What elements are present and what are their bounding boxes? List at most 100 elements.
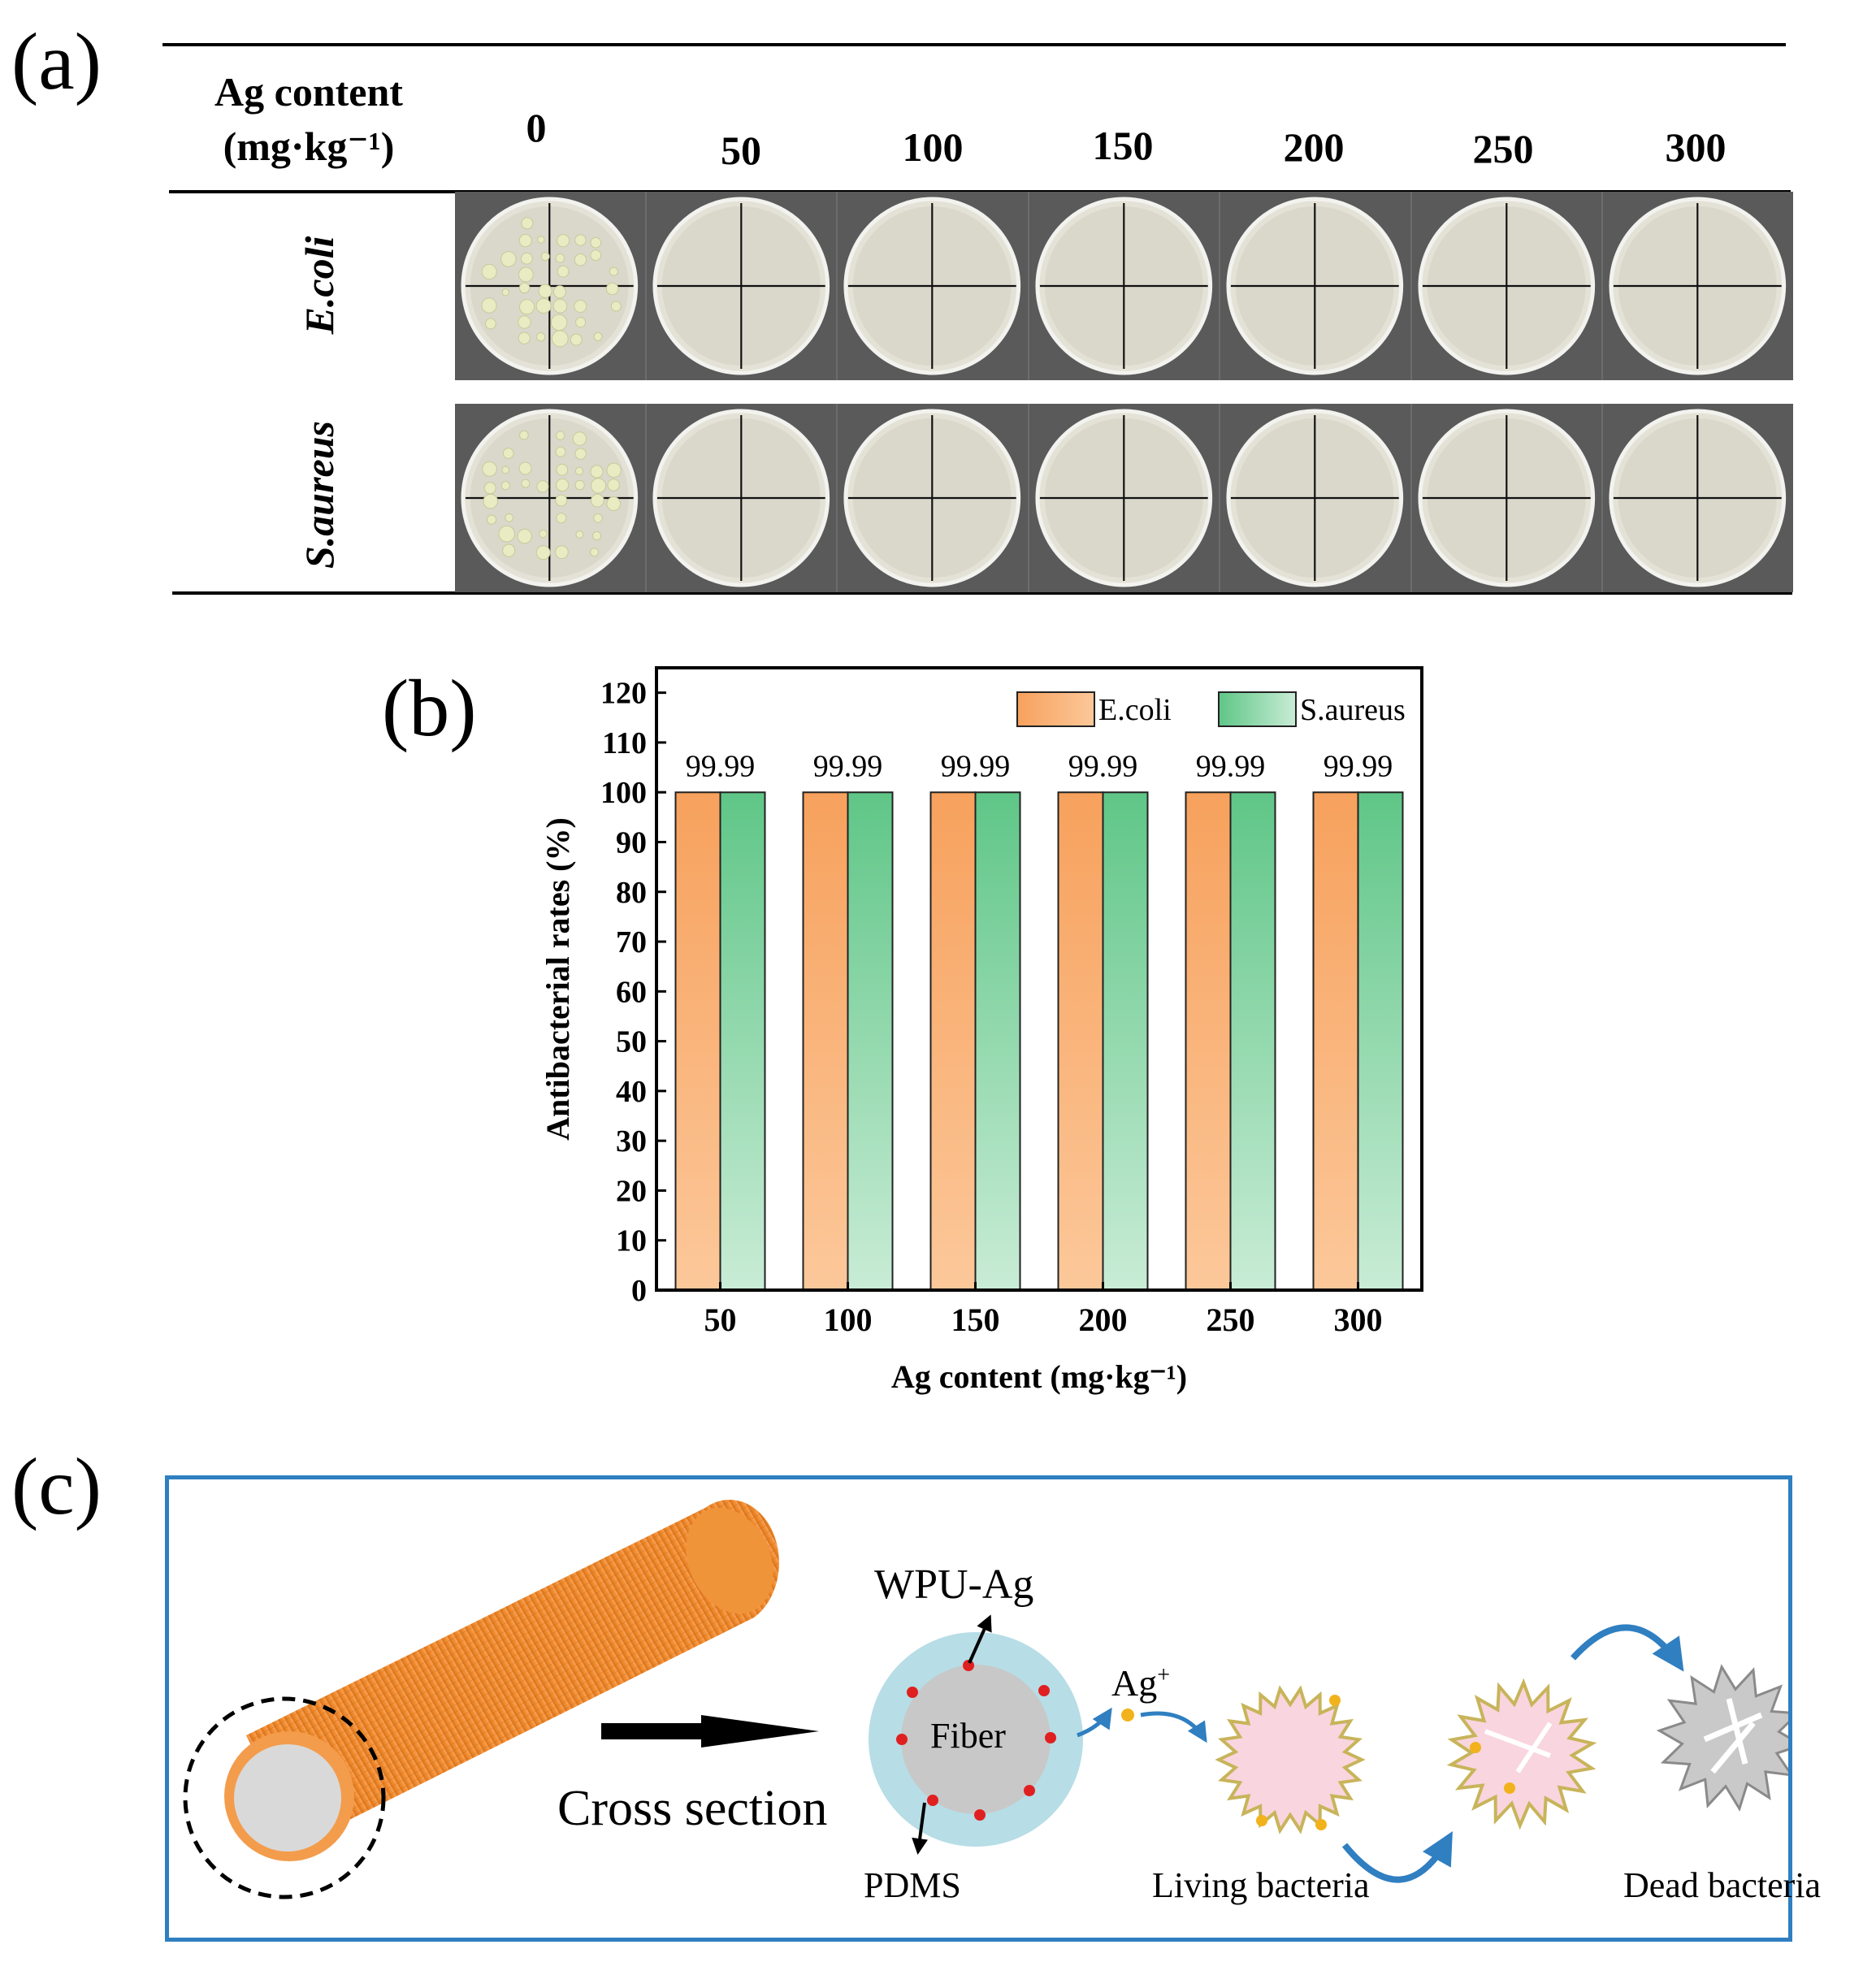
- plate-cell: [1412, 404, 1604, 592]
- petri-dish: [1418, 409, 1596, 587]
- panel-c-label: (c): [11, 1441, 102, 1531]
- petri-dish: [1226, 197, 1404, 375]
- plate-cell: [455, 192, 647, 380]
- process-arrow-2: [1571, 1624, 1684, 1672]
- bar-ecoli: [1312, 791, 1359, 1291]
- petri-dish: [1035, 197, 1212, 375]
- y-axis-label: Antibacterial rates (%): [539, 817, 576, 1141]
- plate-cell: [838, 404, 1029, 592]
- x-tick-label: 150: [951, 1302, 1000, 1338]
- petri-dish: [1609, 197, 1787, 375]
- plate-cell: [1220, 192, 1412, 380]
- petri-dish: [652, 409, 830, 587]
- data-label: 99.99: [813, 749, 883, 783]
- bar-saureus: [719, 791, 766, 1291]
- x-tick-label: 100: [824, 1302, 873, 1338]
- ag-ion-release: [1077, 1707, 1207, 1743]
- bar-ecoli: [1057, 791, 1104, 1291]
- petri-dish: [1226, 409, 1404, 587]
- data-label: 99.99: [686, 749, 756, 783]
- column-header: 200: [1283, 124, 1345, 170]
- x-tick-label: 200: [1079, 1302, 1128, 1338]
- fiber-cylinder: [183, 1499, 779, 1899]
- bar-ecoli: [802, 791, 849, 1291]
- plate-cell: [1603, 192, 1793, 380]
- data-label: 99.99: [941, 749, 1011, 783]
- header-title-line2: (mg·kg⁻¹): [223, 123, 395, 169]
- column-header: 250: [1472, 126, 1534, 171]
- living-bacterium: [1215, 1685, 1366, 1834]
- column-header: 50: [721, 128, 761, 173]
- living-bacteria-label: Living bacteria: [1152, 1865, 1370, 1905]
- ag-ion-label: Ag+: [1111, 1661, 1170, 1704]
- bar-ecoli: [674, 791, 721, 1291]
- row-label: S.aureus: [297, 420, 342, 570]
- legend-label: S.aureus: [1300, 693, 1406, 727]
- petri-dish: [843, 409, 1021, 587]
- petri-dish: [1035, 409, 1212, 587]
- wpu-ag-label: WPU-Ag: [874, 1561, 1034, 1608]
- y-tick-label: 70: [616, 925, 647, 959]
- plate-cell: [647, 192, 838, 380]
- x-tick-label: 250: [1207, 1302, 1255, 1338]
- header-title-line1: Ag content: [214, 69, 403, 115]
- legend-label: E.coli: [1098, 693, 1172, 727]
- bar-ecoli: [929, 791, 977, 1291]
- y-tick-label: 90: [616, 825, 647, 860]
- y-tick-label: 80: [616, 876, 647, 910]
- plate-cell: [1603, 404, 1793, 592]
- ag-ion-base: Ag: [1111, 1662, 1158, 1704]
- y-tick-label: 60: [616, 975, 647, 1009]
- petri-dish: [1418, 197, 1596, 375]
- y-tick-label: 40: [616, 1075, 647, 1109]
- y-tick-label: 110: [602, 726, 647, 760]
- plate-cell: [455, 404, 647, 592]
- y-tick-label: 120: [600, 677, 647, 711]
- plate-cell: [838, 192, 1029, 380]
- dead-bacterium: [1656, 1664, 1788, 1812]
- bar-saureus: [1357, 791, 1404, 1291]
- plate-strip-ecoli: [455, 192, 1793, 380]
- panel-a-label: (a): [11, 16, 102, 106]
- bar-chart: 99.99 50 99.99 100 99.99 150 99.99 200 99.99 250 9…: [539, 666, 1423, 1395]
- x-tick-label: 300: [1334, 1302, 1383, 1338]
- plate-cell: [1220, 404, 1412, 592]
- plate-cell: [1412, 192, 1604, 380]
- row-label: E.coli: [297, 236, 342, 335]
- process-arrow-1: [1341, 1831, 1453, 1883]
- cross-section-label: Cross section: [557, 1781, 828, 1836]
- petri-dish: [461, 409, 639, 587]
- y-tick-label: 10: [616, 1224, 647, 1258]
- x-tick-label: 50: [704, 1302, 737, 1338]
- column-header: 0: [526, 105, 547, 150]
- data-label: 99.99: [1068, 749, 1138, 783]
- cross-section-diagram: [869, 1614, 1083, 1855]
- bar-saureus: [974, 791, 1021, 1291]
- plate-cell: [1029, 404, 1221, 592]
- y-tick-label: 100: [600, 776, 647, 810]
- panel-b-label: (b): [382, 663, 477, 753]
- column-header: 300: [1665, 124, 1727, 170]
- data-label: 99.99: [1196, 749, 1266, 783]
- plot-frame: [655, 666, 1423, 1292]
- mechanism-graphics: [183, 1499, 1788, 1899]
- legend-swatch: [1218, 691, 1297, 727]
- table-top-rule: [162, 43, 1786, 46]
- bar-saureus: [847, 791, 894, 1291]
- pdms-label: PDMS: [864, 1865, 961, 1905]
- petri-dish: [843, 197, 1021, 375]
- ag-ion-sup: +: [1157, 1662, 1171, 1688]
- legend-swatch: [1016, 691, 1095, 727]
- plate-cell: [1029, 192, 1221, 380]
- table-bottom-rule: [172, 591, 1792, 595]
- y-tick-label: 30: [616, 1124, 647, 1159]
- petri-dish: [461, 197, 639, 375]
- cross-section-arrow: [601, 1715, 819, 1748]
- bar-saureus: [1102, 791, 1149, 1291]
- x-axis-label: Ag content (mg·kg⁻¹): [891, 1358, 1187, 1395]
- fiber-label: Fiber: [930, 1716, 1006, 1756]
- dead-bacteria-label: Dead bacteria: [1623, 1865, 1822, 1905]
- petri-dish: [1609, 409, 1787, 587]
